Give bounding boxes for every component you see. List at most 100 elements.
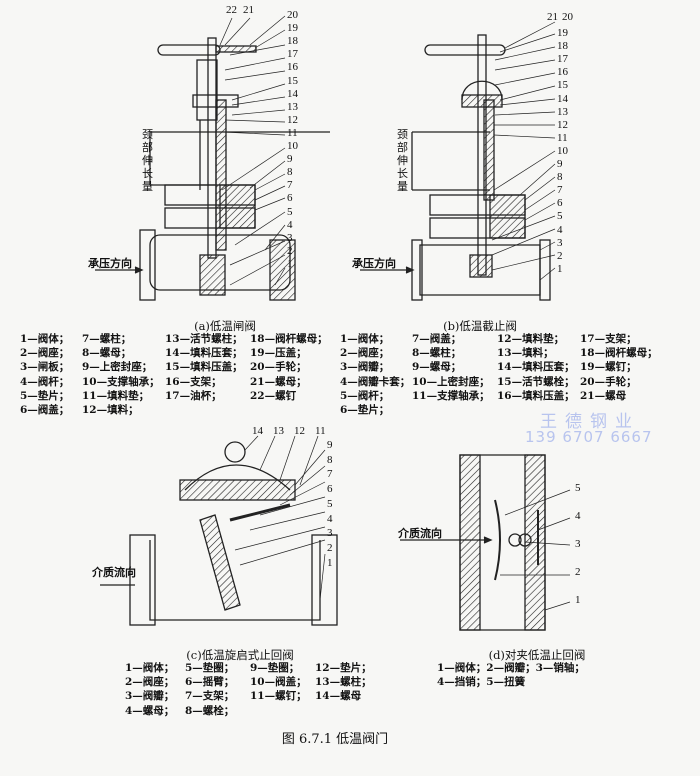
legend-item: 21—螺母 xyxy=(580,389,627,402)
legend-item: 16—填料压盖； xyxy=(497,389,575,402)
legend-item: 14—填料压套； xyxy=(497,361,575,374)
legend-item: 12—填料； xyxy=(82,404,139,417)
part-number-label: 6 xyxy=(327,483,333,496)
legend-column: 12—填料垫； 13—填料；14—填料压套；15—活节螺栓；16—填料压盖； xyxy=(497,332,575,403)
legend-item: 16—支架； xyxy=(165,375,222,388)
part-number-label: 5 xyxy=(575,482,581,494)
legend-item: 1—阀体； xyxy=(340,333,390,345)
part-number-label: 19 xyxy=(287,22,298,35)
panel-b-neck-extension-label: 颈部伸长量 xyxy=(397,128,408,193)
legend-item: 8—螺母； xyxy=(82,347,132,360)
legend-item: 19—压盖； xyxy=(250,347,307,360)
panel-d-legend-line: 1—阀体；2—阀瓣；3—销轴； xyxy=(437,662,585,674)
gate-valve-drawing xyxy=(95,15,330,301)
part-number-label: 1 xyxy=(327,556,333,569)
legend-item: 6—垫片； xyxy=(340,404,390,417)
legend-item: 12—垫片； xyxy=(315,662,372,674)
part-number-label: 9 xyxy=(557,158,563,170)
legend-column: 1—阀体；2—阀座；3—阀瓣；4—阀瓣卡套；5—阀杆；6—垫片； xyxy=(340,332,410,417)
part-number-label: 13 xyxy=(557,105,568,118)
part-number-label: 17 xyxy=(287,48,298,61)
part-number-label: 3 xyxy=(327,527,333,540)
legend-item: 7—阀盖； xyxy=(412,333,462,345)
legend-item: 2—阀座； xyxy=(340,347,390,360)
legend-column: 9—垫圈；10—阀盖；11—螺钉； xyxy=(250,661,307,704)
legend-item: 4—阀杆； xyxy=(20,375,70,388)
part-number-label: 20 xyxy=(562,11,573,23)
legend-column: 13—活节螺柱；14—填料压套；15—填料压盖；16—支架；17—油杯； xyxy=(165,332,243,403)
part-number-label: 3 xyxy=(557,236,563,249)
part-number-label: 20 xyxy=(287,9,298,21)
legend-item: 18—阀杆螺母； xyxy=(580,347,658,360)
panel-a-caption: (a)低温闸阀 xyxy=(194,319,256,333)
part-number-label: 2 xyxy=(327,541,333,554)
part-number-label: 9 xyxy=(287,153,293,166)
legend-item: 12—填料垫； xyxy=(497,333,565,345)
legend-item: 11—支撑轴承； xyxy=(412,389,490,402)
part-number-label: 4 xyxy=(557,223,563,236)
part-number-label: 9 xyxy=(327,439,333,451)
legend-item: 10—阀盖； xyxy=(250,676,307,689)
panel-b-caption: (b)低温截止阀 xyxy=(443,319,517,333)
part-number-label: 5 xyxy=(287,205,293,218)
legend-column: 7—螺柱；8—螺母；9—上密封座；10—支撑轴承；11—填料垫；12—填料； xyxy=(82,332,160,417)
legend-item: 22—螺钉 xyxy=(250,389,297,402)
part-number-label: 12 xyxy=(294,425,305,437)
part-number-label: 2 xyxy=(557,249,563,262)
part-number-label: 10 xyxy=(287,140,298,152)
part-number-label: 7 xyxy=(287,179,293,192)
legend-column: 18—阀杆螺母；19—压盖；20—手轮；21—螺母；22—螺钉 xyxy=(250,332,328,403)
watermark-company: 王德钢业 xyxy=(540,412,640,432)
watermark-phone: 139 6707 6667 xyxy=(525,428,653,446)
part-number-label: 10 xyxy=(557,144,568,157)
legend-item: 8—螺栓； xyxy=(185,704,235,717)
legend-item: 6—阀盖； xyxy=(20,404,70,417)
legend-item: 2—阀座； xyxy=(20,347,70,360)
legend-item: 9—上密封座； xyxy=(82,361,153,374)
part-number-label: 4 xyxy=(575,510,581,522)
part-number-label: 12 xyxy=(557,118,568,131)
part-number-label: 14 xyxy=(287,87,298,100)
part-number-label: 11 xyxy=(287,126,298,139)
legend-item: 14—螺母 xyxy=(315,690,362,703)
part-number-label: 7 xyxy=(557,184,563,197)
part-number-label: 13 xyxy=(273,425,284,437)
legend-column: 1—阀体；2—阀座；3—阀瓣；4—螺母； xyxy=(125,661,174,718)
legend-item: 15—填料压盖； xyxy=(165,361,243,374)
part-number-label: 22 xyxy=(226,4,237,16)
part-number-label: 19 xyxy=(557,27,568,39)
legend-item: 2—阀座； xyxy=(125,676,175,689)
legend-item: 4—螺母； xyxy=(125,704,175,717)
legend-item: 3—阀瓣； xyxy=(340,361,390,374)
part-number-label: 2 xyxy=(287,244,293,257)
legend-item: 20—手轮； xyxy=(250,361,307,374)
part-number-label: 7 xyxy=(327,468,333,481)
part-number-label: 1 xyxy=(575,594,581,606)
part-number-label: 5 xyxy=(557,210,563,223)
legend-column: 1—阀体；2—阀座；3—闸板；4—阀杆；5—垫片；6—阀盖； xyxy=(20,332,69,417)
legend-column: 12—垫片； 13—螺柱；14—螺母 xyxy=(315,661,372,704)
legend-item: 7—支架； xyxy=(185,690,235,703)
part-number-label: 4 xyxy=(287,218,293,231)
legend-item: 17—油杯； xyxy=(165,389,222,402)
panel-d-legend: 1—阀体；2—阀瓣；3—销轴； 4—挡销；5—扭簧 xyxy=(437,661,585,689)
legend-item: 1—阀体； xyxy=(20,333,70,345)
part-number-label: 6 xyxy=(287,192,293,205)
part-number-label: 3 xyxy=(575,538,581,550)
legend-item: 10—上密封座； xyxy=(412,375,490,388)
legend-item: 18—阀杆螺母； xyxy=(250,333,328,345)
part-number-label: 15 xyxy=(557,79,568,92)
legend-item: 13—活节螺柱； xyxy=(165,333,243,345)
part-number-label: 8 xyxy=(287,166,293,179)
part-number-label: 21 xyxy=(547,11,558,23)
part-number-label: 4 xyxy=(327,512,333,525)
legend-item: 15—活节螺栓； xyxy=(497,375,575,388)
legend-item: 13—螺柱； xyxy=(315,676,372,689)
legend-item: 5—垫圈； xyxy=(185,662,235,674)
legend-item: 20—手轮； xyxy=(580,375,637,388)
panel-d-flow-label: 介质流向 xyxy=(398,527,442,540)
part-number-label: 21 xyxy=(243,4,254,16)
legend-item: 13—填料； xyxy=(497,347,554,360)
part-number-label: 3 xyxy=(287,231,293,244)
legend-item: 5—垫片； xyxy=(20,389,70,402)
